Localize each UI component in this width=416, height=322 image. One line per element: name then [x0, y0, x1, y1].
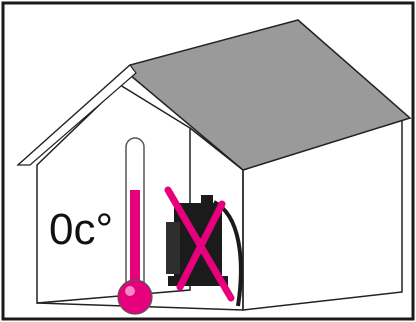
thermometer-bulb — [118, 280, 152, 314]
pump-side-pipe — [166, 222, 180, 274]
pump-handle — [201, 195, 213, 205]
thermometer-bulb-highlight — [125, 286, 135, 296]
temperature-label: 0c° — [49, 205, 113, 254]
